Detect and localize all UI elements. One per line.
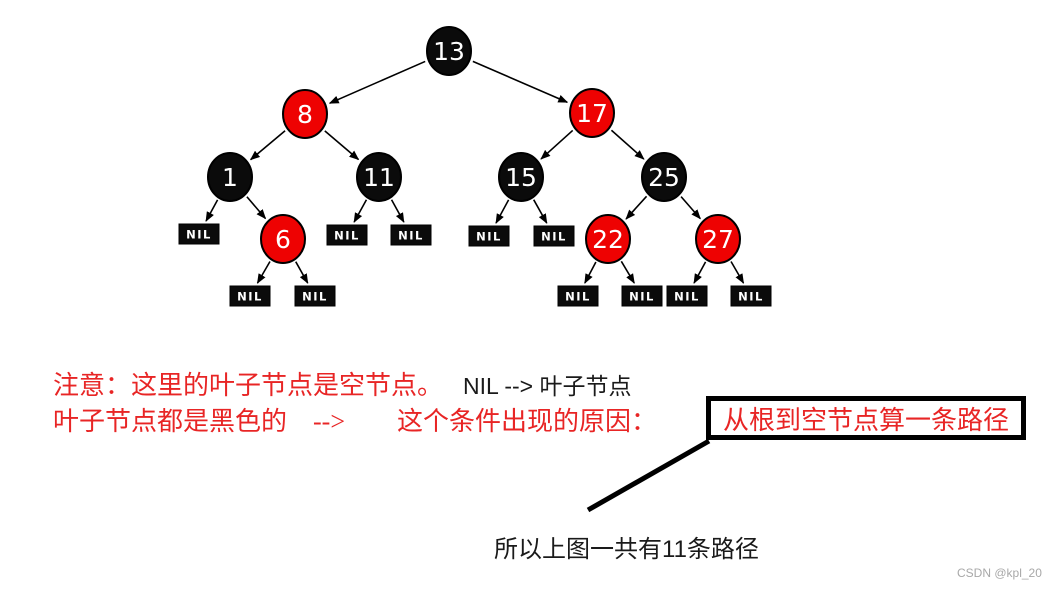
tree-node-22: 22 [585,214,631,264]
nil-leaf-nil-11R: NIL [390,224,432,246]
tree-edges [205,60,745,284]
nil-leaf-label-nil-22R: NIL [629,290,655,304]
nil-leaf-box-nil-1L [178,223,220,245]
tree-node-circle-27 [695,214,741,264]
nil-leaf-box-nil-11L [326,224,368,246]
tree-node-label-11: 11 [363,163,395,192]
nil-leaf-label-nil-27R: NIL [738,290,764,304]
nil-leaf-label-nil-27L: NIL [674,290,700,304]
tree-edge-17-25 [610,129,645,160]
tree-node-circle-13 [426,26,472,76]
highlight-box-text: 从根到空节点算一条路径 [722,405,1009,435]
tree-node-circle-11 [356,152,402,202]
nil-leaf-box-nil-22R [621,285,663,307]
note-line-1: 注意：这里的叶子节点是空节点。 NIL --> 叶子节点 [53,365,631,402]
tree-node-8: 8 [282,89,328,139]
tree-edge-22-nil-22L [584,261,597,284]
nil-leaf-label-nil-15R: NIL [541,230,567,244]
nil-leaf-box-nil-22L [557,285,599,307]
tree-node-27: 27 [695,214,741,264]
tree-node-label-15: 15 [505,163,537,192]
callout-pointer [586,438,711,513]
nil-leaf-nil-15L: NIL [468,225,510,247]
note-line2-red-text: 叶子节点都是黑色的 --> 这个条件出现的原因： [53,407,657,436]
tree-node-circle-8 [282,89,328,139]
nil-leaf-label-nil-15L: NIL [476,230,502,244]
nil-leaf-box-nil-6L [229,285,271,307]
tree-node-circle-17 [569,88,615,138]
tree-node-label-13: 13 [433,37,465,66]
callout-pointer-line [586,438,711,513]
nil-leaf-box-nil-15L [468,225,510,247]
highlight-box: 从根到空节点算一条路径 [706,396,1026,440]
tree-edge-6-nil-6R [295,261,309,284]
nil-leaf-nil-22L: NIL [557,285,599,307]
tree-node-circle-22 [585,214,631,264]
tree-node-label-25: 25 [648,163,680,192]
tree-edge-13-8 [328,60,426,104]
tree-edge-11-nil-11L [353,199,368,223]
tree-node-17: 17 [569,88,615,138]
tree-edge-6-nil-6L [256,261,271,284]
tree-node-circle-1 [207,152,253,202]
tree-node-label-27: 27 [702,225,734,254]
tree-node-13: 13 [426,26,472,76]
nil-leaf-box-nil-6R [294,285,336,307]
nil-leaf-nil-27L: NIL [666,285,708,307]
tree-edge-11-nil-11R [390,199,405,223]
tree-node-circle-25 [641,152,687,202]
tree-edge-13-17 [472,60,569,103]
tree-node-circle-6 [260,214,306,264]
nil-leaf-box-nil-27L [666,285,708,307]
tree-edge-15-nil-15R [532,199,548,224]
tree-edge-25-22 [625,195,648,220]
nil-leaf-nil-22R: NIL [621,285,663,307]
tree-edge-17-15 [540,129,574,160]
tree-edge-8-11 [324,130,360,161]
nil-leaf-label-nil-11R: NIL [398,229,424,243]
nil-leaf-nil-6L: NIL [229,285,271,307]
nil-leaf-nil-27R: NIL [730,285,772,307]
nil-leaf-label-nil-6L: NIL [237,290,263,304]
tree-edge-15-nil-15L [495,199,510,224]
note-line1-red-text: 注意：这里的叶子节点是空节点。 [53,371,444,400]
nil-leaf-nil-11L: NIL [326,224,368,246]
tree-edge-22-nil-22R [620,260,635,284]
nil-leaf-label-nil-6R: NIL [302,290,328,304]
nil-leaf-nil-1L: NIL [178,223,220,245]
caption-text: 所以上图一共有11条路径 [494,536,759,563]
tree-node-label-17: 17 [576,99,608,128]
tree-edge-25-27 [680,196,701,220]
tree-node-6: 6 [260,214,306,264]
tree-edge-27-nil-27L [693,261,707,284]
tree-edge-27-nil-27R [730,261,745,284]
tree-node-11: 11 [356,152,402,202]
tree-node-circle-15 [498,152,544,202]
tree-edge-1-6 [246,196,267,220]
watermark: CSDN @kpl_20 [957,566,1042,580]
note-line-2: 叶子节点都是黑色的 --> 这个条件出现的原因： [53,401,657,438]
tree-node-label-22: 22 [592,225,624,254]
tree-edge-1-nil-1L [205,199,219,222]
tree-node-15: 15 [498,152,544,202]
nil-leaf-nil-6R: NIL [294,285,336,307]
tree-node-25: 25 [641,152,687,202]
nil-leaf-label-nil-1L: NIL [186,228,212,242]
tree-edge-8-1 [249,130,286,161]
tree-node-label-6: 6 [275,225,291,254]
nil-leaf-label-nil-22L: NIL [565,290,591,304]
nil-leaf-label-nil-11L: NIL [334,229,360,243]
nil-leaf-box-nil-27R [730,285,772,307]
nil-leaf-box-nil-11R [390,224,432,246]
tree-node-label-1: 1 [222,163,238,192]
nil-leaf-box-nil-15R [533,225,575,247]
note-line1-black-text: NIL --> 叶子节点 [463,373,632,399]
nil-leaf-nil-15R: NIL [533,225,575,247]
tree-node-1: 1 [207,152,253,202]
tree-node-label-8: 8 [297,100,313,129]
